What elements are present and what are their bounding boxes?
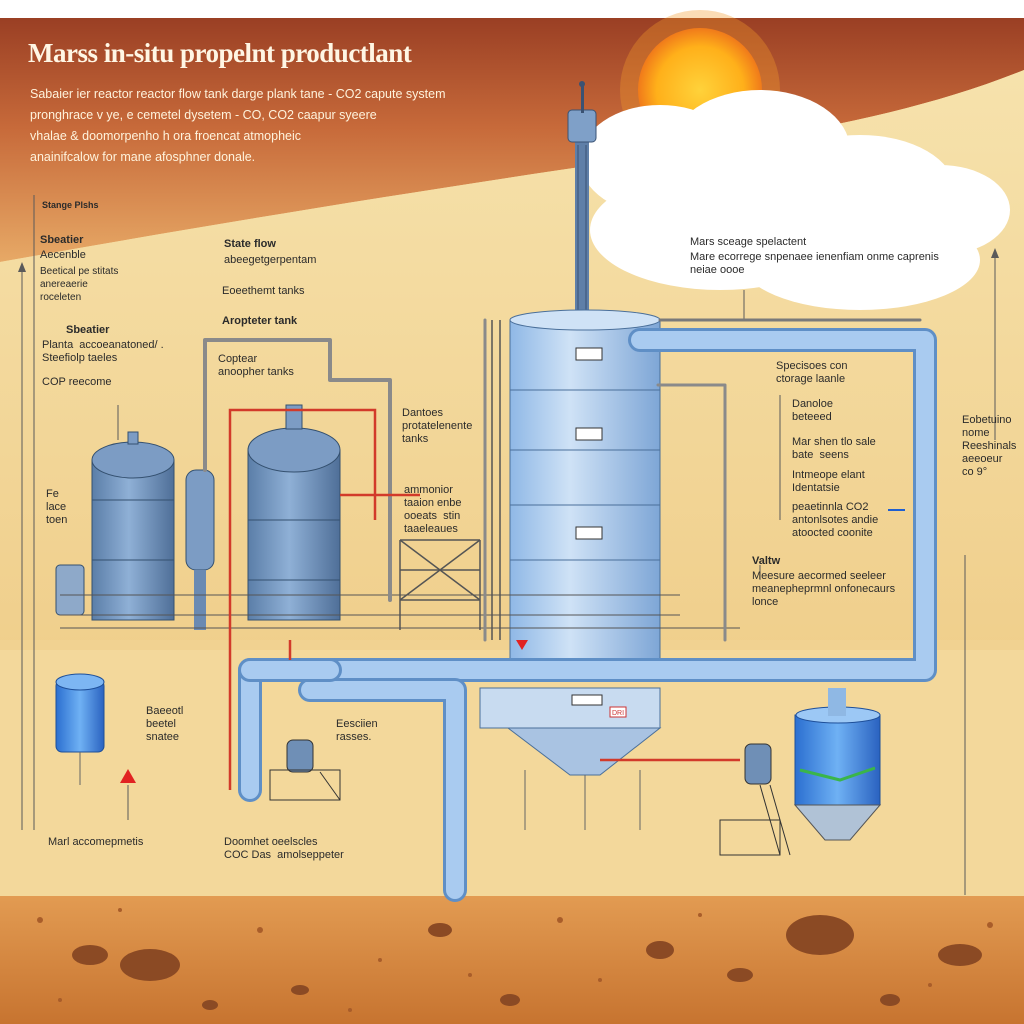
top-margin	[0, 0, 1024, 18]
label-fe: Fe lace toen	[46, 488, 68, 526]
label-exothermic: Eoeethemt tanks	[222, 285, 305, 297]
marker-icon	[516, 640, 528, 650]
leader-lines	[21, 195, 996, 895]
label-sbatier-mid: Sbeatier	[66, 324, 110, 336]
red-flow-lines	[228, 408, 740, 790]
label-ammonia: ammonior taaion enbe ooeats stin taaelea…	[404, 484, 462, 535]
label-right-edge: Eobetuino nome Reeshinals aeeoeur co 9°	[962, 414, 1017, 478]
label-co2-recovery: COP reecome	[42, 376, 112, 388]
label-intake: Intmeope elant Identatsie	[792, 469, 865, 494]
water-tank-left	[55, 673, 105, 785]
atmosphere-tank	[247, 404, 341, 621]
label-captor: Coptear anoopher tanks	[218, 353, 294, 378]
label-sbatier-top-sub: Aecenble	[40, 249, 86, 261]
label-mars-storage: Mars sceage spelactent	[690, 236, 807, 248]
label-doomet: Doomhet oeelscles COC Das amolseppeter	[224, 836, 344, 861]
page-title: Marss in-situ propelnt productlant	[28, 38, 412, 68]
label-measure: Meesure aecormed seeleer meanepheprmnl o…	[752, 570, 896, 608]
pump-unit-right	[719, 743, 791, 856]
label-mar-shen: Mar shen tlo sale bate seens	[792, 436, 876, 461]
label-mars-acc: Marl accomepmetis	[48, 836, 144, 848]
ground-specks	[37, 908, 993, 1012]
sabatier-reactor-tank	[91, 431, 175, 621]
arrow-up-icon	[991, 248, 999, 258]
arrow-up-icon-left	[18, 262, 26, 272]
label-practical-co2: peaetinnla CO2 antonlsotes andie atoocte…	[792, 501, 879, 539]
label-beacon: Baeeotl beetel snatee	[146, 705, 184, 743]
subtitle-line-3: vhalae & doomorpenho h ora froencat atmo…	[30, 129, 302, 143]
label-dantoe-bases: Danoloe beteeed	[792, 398, 833, 423]
subtitle-line-2: pronghrace v ye, e cemetel dysetem - CO,…	[30, 108, 377, 122]
cloud	[580, 90, 1010, 310]
tank-tag: DRI	[612, 710, 624, 717]
label-storage-plants: Stange Plshs	[42, 200, 99, 210]
pump-unit-left	[269, 739, 341, 801]
label-sbatier-top: Sbeatier	[40, 234, 84, 246]
subtitle-line-4: anainifcalow for mane afosphner donale.	[30, 150, 256, 164]
label-mars-storage-sub: Mare ecorrege snpenaee ienenfiam onme ca…	[690, 251, 939, 276]
label-sbatier-mid-sub: Planta accoeanatoned/ . Steefiolp taeles	[42, 339, 164, 364]
label-valve: Valtw	[752, 555, 781, 567]
label-state-flow: State flow	[224, 238, 276, 250]
antenna-mast	[567, 81, 597, 320]
pipe-network	[203, 318, 937, 902]
mars-sky-hill	[0, 18, 1024, 262]
warning-icon	[120, 769, 136, 783]
small-filter-tank	[55, 564, 85, 616]
rocks	[72, 915, 982, 1010]
label-specialized: Specisoes con ctorage laanle	[776, 360, 848, 385]
main-propellant-tank: DRI	[479, 309, 662, 830]
label-desc-left-1: Beetical pe stitats anereaerie roceleten	[40, 266, 119, 303]
label-state-flow-sub: abeegetgerpentam	[224, 254, 317, 266]
water-tank-right	[793, 688, 882, 841]
railings	[60, 594, 740, 629]
scaffold	[399, 320, 501, 640]
label-esection: Eesciien rasses.	[336, 718, 378, 743]
label-atmosphere-tank: Aropteter tank	[222, 315, 298, 327]
subtitle-line-1: Sabaier ier reactor reactor flow tank da…	[30, 87, 446, 101]
label-dantoes: Dantoes protatelenente tanks	[402, 407, 473, 445]
